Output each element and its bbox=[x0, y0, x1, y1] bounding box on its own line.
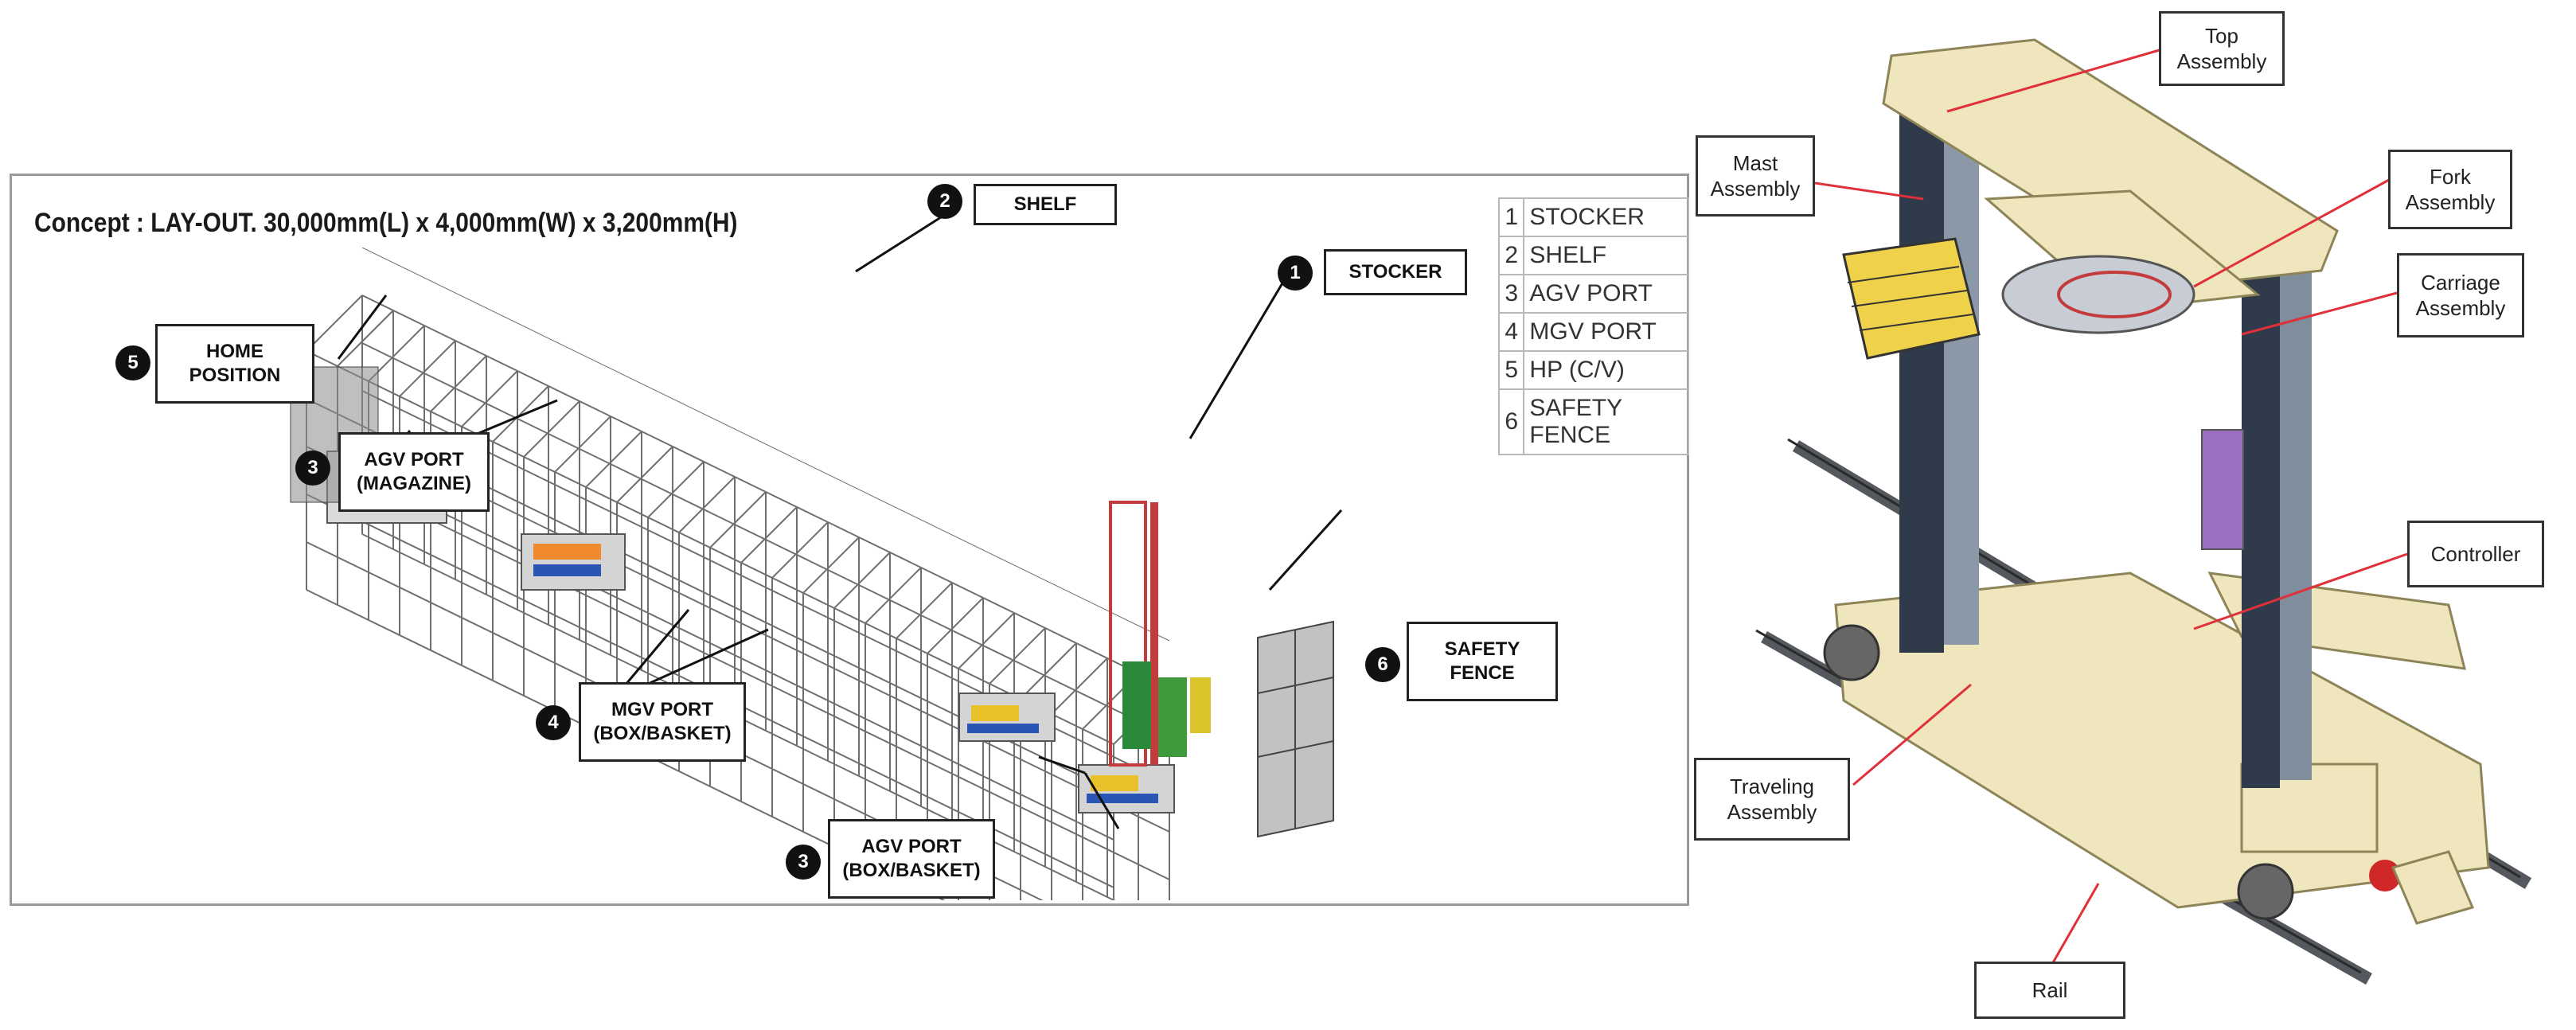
callout-mgv-port: MGV PORT (BOX/BASKET) bbox=[579, 682, 746, 762]
callout-badge-home-position: 5 bbox=[115, 345, 150, 380]
shelf-frame-line bbox=[361, 342, 1170, 737]
shelf-frame-line bbox=[802, 536, 860, 594]
shelf-frame-line bbox=[399, 340, 456, 397]
label-carriage-assembly: Carriage Assembly bbox=[2397, 253, 2524, 337]
shelf-frame-line bbox=[771, 521, 829, 579]
shelf-frame-line bbox=[306, 295, 363, 352]
label-controller: Controller bbox=[2407, 521, 2544, 587]
shelf-frame-line bbox=[585, 431, 642, 488]
label-rail: Rail bbox=[1974, 962, 2125, 1019]
shelf-frame-line bbox=[461, 370, 518, 427]
mast-right bbox=[2242, 231, 2280, 788]
shelf-frame-line bbox=[361, 248, 1170, 642]
callout-safety-fence: SAFETY FENCE bbox=[1407, 622, 1558, 701]
shelf-frame-line bbox=[833, 552, 891, 609]
layout-panel: Concept : LAY-OUT. 30,000mm(L) x 4,000mm… bbox=[10, 174, 1689, 906]
top-assembly bbox=[1882, 38, 2339, 288]
callout-home-position: HOME POSITION bbox=[155, 324, 314, 404]
label-fork-assembly: Fork Assembly bbox=[2388, 150, 2512, 229]
safety-fence-panel bbox=[1257, 620, 1334, 838]
label-mast-assembly: Mast Assembly bbox=[1696, 135, 1815, 217]
shelf-frame-line bbox=[865, 567, 922, 624]
callout-badge-shelf: 2 bbox=[927, 184, 962, 219]
shelf-layout-drawing bbox=[290, 248, 1334, 900]
shelf-frame-line bbox=[616, 446, 673, 503]
stacker-crane-drawing bbox=[1755, 38, 2532, 985]
shelf-frame-line bbox=[1051, 657, 1108, 715]
callout-badge-agv-box: 3 bbox=[786, 845, 821, 880]
agv-magazine-conveyor bbox=[521, 533, 626, 591]
shelf-frame-line bbox=[896, 582, 953, 639]
machine-leader-lines bbox=[1814, 48, 2408, 981]
shelf-frame-line bbox=[554, 416, 611, 473]
callout-badge-stocker: 1 bbox=[1278, 256, 1313, 291]
callout-agv-box: AGV PORT (BOX/BASKET) bbox=[828, 819, 995, 899]
callout-badge-mgv-port: 4 bbox=[536, 705, 571, 740]
callout-stocker: STOCKER bbox=[1324, 249, 1467, 295]
shelf-frame-line bbox=[430, 355, 487, 412]
callout-agv-magazine: AGV PORT (MAGAZINE) bbox=[338, 432, 490, 512]
stocker-crane bbox=[1109, 501, 1211, 767]
callout-badge-agv-magazine: 3 bbox=[295, 451, 330, 486]
shelf-frame-line bbox=[361, 295, 1170, 689]
callout-shelf: SHELF bbox=[974, 184, 1117, 225]
shelf-frame-line bbox=[361, 438, 1170, 833]
shelf-frame-line bbox=[1020, 642, 1077, 700]
shelf-frame-line bbox=[958, 612, 1015, 669]
shelf-frame-line bbox=[306, 589, 946, 900]
shelf-frame-line bbox=[361, 486, 1170, 880]
callout-badge-safety-fence: 6 bbox=[1365, 647, 1400, 682]
shelf-frame-line bbox=[678, 476, 736, 533]
controller-box bbox=[2201, 429, 2244, 550]
agv-box-conveyor-upper bbox=[958, 693, 1056, 742]
shelf-frame-line bbox=[647, 461, 704, 518]
shelf-frame-line bbox=[361, 533, 1116, 900]
mast-left bbox=[1899, 80, 1944, 653]
shelf-frame-line bbox=[492, 385, 549, 443]
shelf-frame-line bbox=[523, 400, 580, 458]
shelf-frame-line bbox=[337, 310, 394, 367]
shelf-frame-line bbox=[927, 597, 984, 654]
layout-title: Concept : LAY-OUT. 30,000mm(L) x 4,000mm… bbox=[34, 208, 738, 238]
shelf-frame-line bbox=[306, 350, 1114, 745]
label-traveling-assembly: Traveling Assembly bbox=[1694, 758, 1850, 841]
shelf-frame-line bbox=[740, 506, 798, 564]
shelf-frame-line bbox=[709, 491, 767, 548]
shelf-frame-line bbox=[989, 627, 1046, 685]
label-top-assembly: Top Assembly bbox=[2159, 11, 2285, 86]
